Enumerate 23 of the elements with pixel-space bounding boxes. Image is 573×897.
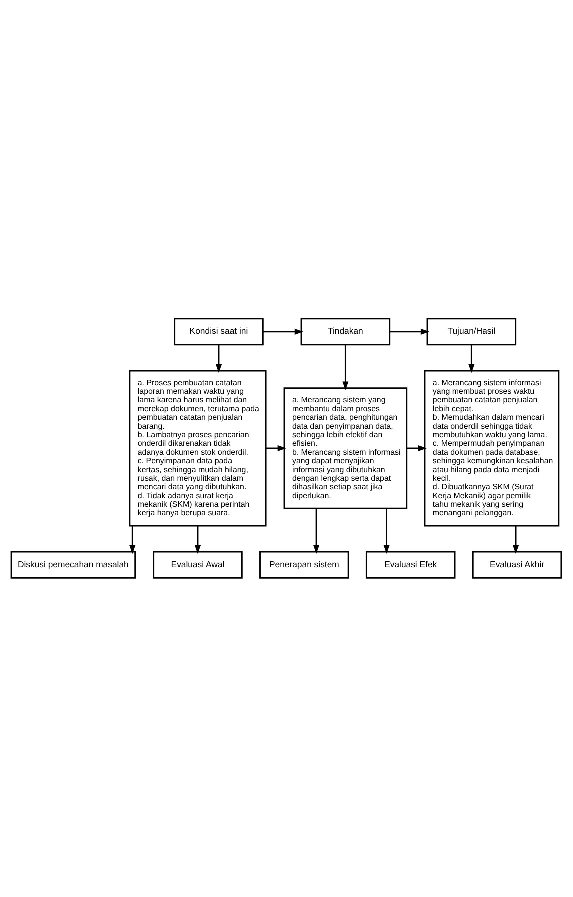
node-box: Evaluasi Efek: [366, 551, 456, 579]
node-box: Kondisi saat ini: [174, 318, 264, 346]
node-box: Evaluasi Awal: [153, 551, 243, 579]
arrow: [407, 445, 428, 452]
arrow: [342, 345, 349, 390]
arrow: [314, 508, 320, 554]
arrow: [384, 508, 390, 554]
arrow: [390, 328, 430, 335]
arrow: [194, 526, 202, 554]
arrow: [130, 526, 136, 554]
arrow: [512, 526, 520, 554]
node-box: Penerapan sistem: [260, 551, 350, 579]
node-box: Evaluasi Akhir: [472, 551, 562, 579]
arrow: [468, 345, 475, 374]
node-box: Tujuan/Hasil: [426, 318, 517, 346]
node-box: Diskusi pemecahan masalah: [10, 551, 136, 579]
arrow: [216, 345, 222, 374]
node-box: Tindakan: [300, 318, 391, 346]
arrow: [266, 445, 287, 452]
node-box: a. Proses pembuatan catatan laporan memakan waktu yang lama karena harus melihat dan merekap dokumen, terutama pada pembuatan catatan penjualan barang. b. Lambatnya proses pencarian onderdil dikarenakan tidak adanya dokumen stok onderdil. c. Penyimpanan data pada kertas, sehingga mudah hilang, rusak, dan menyulitkan dalam mencari data yang dibutuhkan. d. Tidak adanya surat kerja mekanik (SKM) karena perintah kerja hanya berupa suara.: [129, 370, 267, 527]
node-box: a. Merancang sistem yang membantu dalam proses pencarian data, penghitungan data dan penyimpanan data, sehingga lebih efektif dan efisien. b. Merancang sistem informasi yang dapat menyajikan informasi yang dibutuhkan dengan lengkap serta dapat dihasilkan setiap saat jika diperlukan.: [284, 388, 408, 510]
node-box: a. Merancang sistem informasi yang membuat proses waktu pembuatan catatan penjualan lebih cepat. b. Memudahkan dalam mencari data onderdil sehingga tidak membutuhkan waktu yang lama. c. Mempermudah penyimpanan data dokumen pada database, sehingga kemungkinan kesalahan atau hilang pada data menjadi kecil. d. Dibuatkannya SKM (Surat Kerja Mekanik) agar pemilik tahu mekanik yang sering menangani pelanggan.: [424, 370, 560, 527]
arrow: [263, 328, 304, 335]
